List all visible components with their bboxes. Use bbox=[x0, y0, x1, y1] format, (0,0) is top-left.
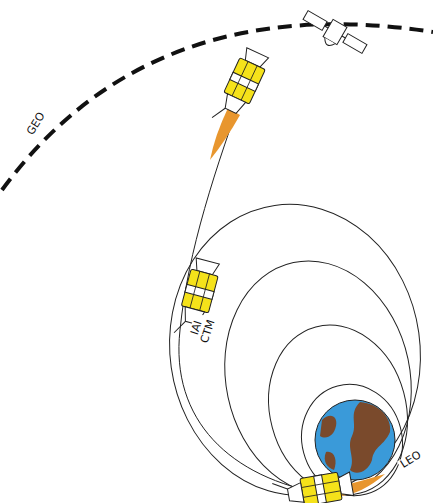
orbit-label: GEO bbox=[24, 109, 49, 139]
orbit-label: LEO bbox=[397, 448, 425, 471]
